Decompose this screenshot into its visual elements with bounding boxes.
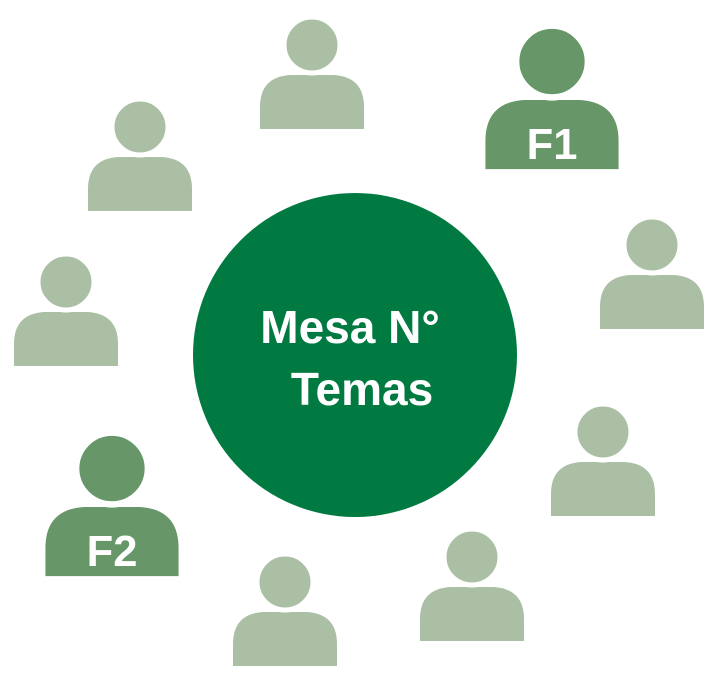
person-head: [281, 14, 343, 76]
person-body: [45, 506, 179, 577]
person-body: [600, 275, 704, 329]
person-head: [621, 214, 683, 276]
table-circle: [193, 193, 517, 517]
person-icon: F2: [45, 429, 179, 577]
person-icon: [88, 96, 192, 211]
person-icon: [551, 401, 655, 516]
person-head: [441, 526, 503, 588]
person-icon: [260, 14, 364, 129]
person-icon: [420, 526, 524, 641]
person-head: [109, 96, 171, 158]
person-body: [551, 462, 655, 516]
person-body: [14, 312, 118, 366]
person-body: [88, 157, 192, 211]
person-body: [260, 75, 364, 129]
person-head: [35, 251, 97, 313]
table-title: Mesa N°: [260, 301, 439, 353]
person-body: [485, 99, 619, 170]
person-head: [512, 22, 592, 101]
person-icon: [14, 251, 118, 366]
person-label: F2: [87, 528, 138, 576]
person-body: [233, 612, 337, 666]
person-icon: [233, 551, 337, 666]
person-icon: [600, 214, 704, 329]
person-head: [254, 551, 316, 613]
person-head: [72, 429, 152, 508]
person-head: [572, 401, 634, 463]
table-subtitle: Temas: [291, 363, 433, 415]
person-icon: F1: [485, 22, 619, 170]
person-body: [420, 587, 524, 641]
person-label: F1: [527, 121, 578, 169]
